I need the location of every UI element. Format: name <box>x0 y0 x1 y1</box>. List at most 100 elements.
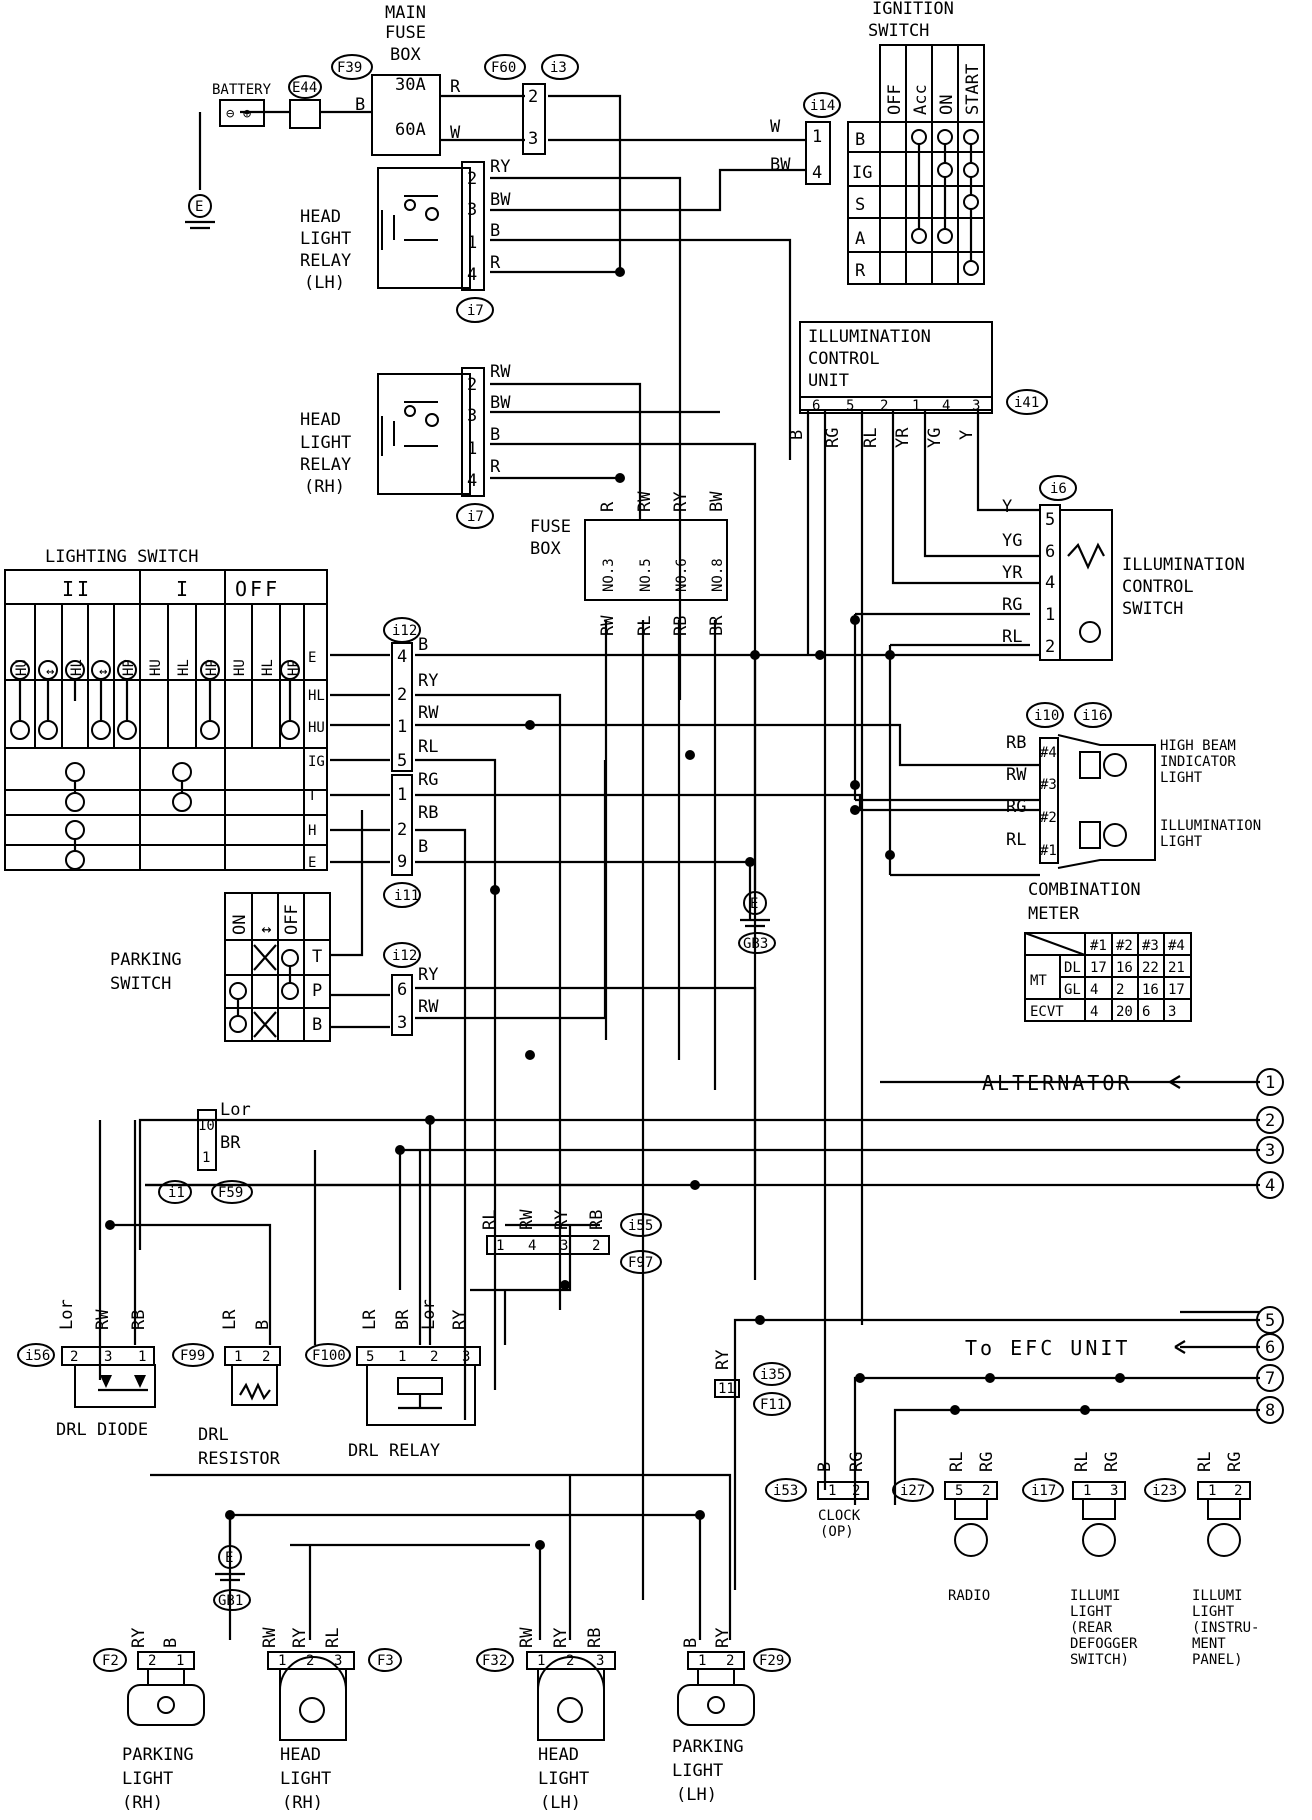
clock-title-1: CLOCK <box>818 1508 861 1524</box>
pllh-conn: F29 <box>759 1653 784 1669</box>
icu-pin-6: 6 <box>812 398 820 414</box>
radio-wire-rl: RL <box>947 1452 967 1472</box>
pt-header-0: #1 <box>1090 938 1107 954</box>
pllh-title-1: PARKING <box>672 1737 744 1757</box>
ls-a-wire-1: RY <box>418 671 438 691</box>
radio-wire-rg: RG <box>977 1452 997 1472</box>
icu-pin-5: 5 <box>846 398 854 414</box>
fb-bot-rl: RL <box>635 616 655 636</box>
ls-b-wire-2: B <box>418 837 428 857</box>
svg-text:4: 4 <box>812 163 822 183</box>
ls-a-pin-2: 1 <box>397 717 407 737</box>
ground-gb3: E GB3 <box>738 891 776 954</box>
fb-top-r: R <box>598 501 618 512</box>
ics-wire-y: Y <box>1002 497 1012 517</box>
ps-wire-ry: RY <box>418 965 438 985</box>
ign-title-2: SWITCH <box>868 21 929 41</box>
ignition-switch: IGNITION SWITCH i14 1 4 W BW OFF Acc ON … <box>770 0 985 285</box>
radio-conn: i27 <box>900 1483 925 1499</box>
fuse-no5: NO.5 <box>638 558 654 592</box>
pt-header-1: #2 <box>1116 938 1133 954</box>
cm-hb-3: LIGHT <box>1160 770 1203 786</box>
ign-pos-on: ON <box>937 95 957 115</box>
clock-title-2: (OP) <box>820 1524 854 1540</box>
svg-text:4: 4 <box>467 265 477 285</box>
pllh-title-2: LIGHT <box>672 1761 723 1781</box>
plrh-title-3: (RH) <box>122 1793 163 1813</box>
relay-rh-title-3: RELAY <box>300 455 351 475</box>
relay-lh-title-2: LIGHT <box>300 229 351 249</box>
svg-text:3: 3 <box>467 200 477 220</box>
hlrh-pin-3: 3 <box>334 1653 342 1669</box>
fuse-60a: 60A <box>395 120 426 140</box>
cm-il-1: ILLUMINATION <box>1160 818 1261 834</box>
terminal-1-label: ALTERNATOR <box>982 1071 1132 1095</box>
cm-il-2: LIGHT <box>1160 834 1203 850</box>
pt-cell-2-0: 4 <box>1090 1004 1098 1020</box>
terminal-t3-num: 3 <box>1265 1141 1275 1161</box>
relay-lh-title-4: (LH) <box>304 273 345 293</box>
illum-light-instrument-panel: RL RG 1 2 i23 ILLUMI LIGHT (INSTRU- MENT… <box>1144 1452 1259 1668</box>
ics-wire-yg: YG <box>1002 531 1022 551</box>
fb-top-ry: RY <box>671 492 691 512</box>
ls-a-pin-3: 5 <box>397 751 407 771</box>
pt-name-2: ECVT <box>1030 1004 1064 1020</box>
fb-top-bw: BW <box>707 491 727 512</box>
ics-wire-yr: YR <box>1002 563 1023 583</box>
i1-pin-10: 10 <box>198 1118 215 1134</box>
drl-resistor: LR B 1 2 F99 DRL RESISTOR <box>172 1309 281 1469</box>
ps-row-t: T <box>312 947 322 967</box>
terminal-t4-circle <box>1256 1171 1284 1199</box>
pllh-wire-b: B <box>681 1638 701 1648</box>
diode-wire-rb: RB <box>129 1310 149 1330</box>
ps-row-b: B <box>312 1015 322 1035</box>
hllh-wire-ry: RY <box>551 1628 571 1648</box>
resistor-wire-lr: LR <box>220 1309 240 1330</box>
ls-b-wire-0: RG <box>418 770 438 790</box>
parking-switch: PARKING SWITCH ON ↕ OFF T P B i12 6 3 RY… <box>110 892 439 1042</box>
ics-title-1: ILLUMINATION <box>1122 555 1245 575</box>
ps-col-on: ON <box>230 915 250 935</box>
ign-term-ig: IG <box>852 163 872 183</box>
cm-conn-i10: i10 <box>1034 708 1059 724</box>
icu-wire-y: Y <box>957 430 977 440</box>
svg-text:R: R <box>490 457 501 477</box>
i1-conn2: F59 <box>218 1185 243 1201</box>
svg-text:BW: BW <box>490 190 511 210</box>
ls-row-5: H <box>308 823 316 839</box>
i55-wire-ry: RY <box>552 1210 572 1230</box>
i35-pin: 11 <box>718 1381 735 1397</box>
svg-text:RW: RW <box>490 362 511 382</box>
svg-text:BW: BW <box>490 393 511 413</box>
drlrelay-pin-2: 2 <box>430 1349 438 1365</box>
ls-a-pin-0: 4 <box>397 647 407 667</box>
pt-name-1: GL <box>1064 982 1081 998</box>
icu-conn: i41 <box>1014 395 1039 411</box>
cm-pin-3: #3 <box>1040 777 1057 793</box>
cm-wire-rw: RW <box>1006 765 1027 785</box>
terminal-t1-circle <box>1256 1068 1284 1096</box>
pt-header-2: #3 <box>1142 938 1159 954</box>
battery: BATTERY ⊖ ⊕ E44 E <box>185 75 322 230</box>
drlrelay-wire-lr: LR <box>360 1309 380 1330</box>
icu-pin-2: 2 <box>880 398 888 414</box>
i35-conn: i35 <box>760 1367 785 1383</box>
ls-b-pin-1: 2 <box>397 820 407 840</box>
hllh-pin-3: 3 <box>596 1653 604 1669</box>
pt-cell-2-2: 6 <box>1142 1004 1150 1020</box>
relay-lh-title-3: RELAY <box>300 251 351 271</box>
ls-col-9: HL <box>260 659 276 676</box>
hlrh-conn: F3 <box>377 1653 394 1669</box>
i55-pin-1: 1 <box>496 1238 504 1254</box>
fb-bot-br: BR <box>707 615 727 636</box>
drl-diode: Lor RW RB 2 3 1 i56 DRL DIODE <box>17 1299 156 1440</box>
svg-text:1: 1 <box>1045 605 1055 625</box>
icu-title-3: UNIT <box>808 371 849 391</box>
ground-gb1: E GB1 <box>213 1515 251 1611</box>
drlrelay-title: DRL RELAY <box>348 1441 440 1461</box>
i55-pin-3: 3 <box>560 1238 568 1254</box>
hlrh-pin-2: 2 <box>306 1653 314 1669</box>
i35-wire: RY <box>713 1350 733 1370</box>
